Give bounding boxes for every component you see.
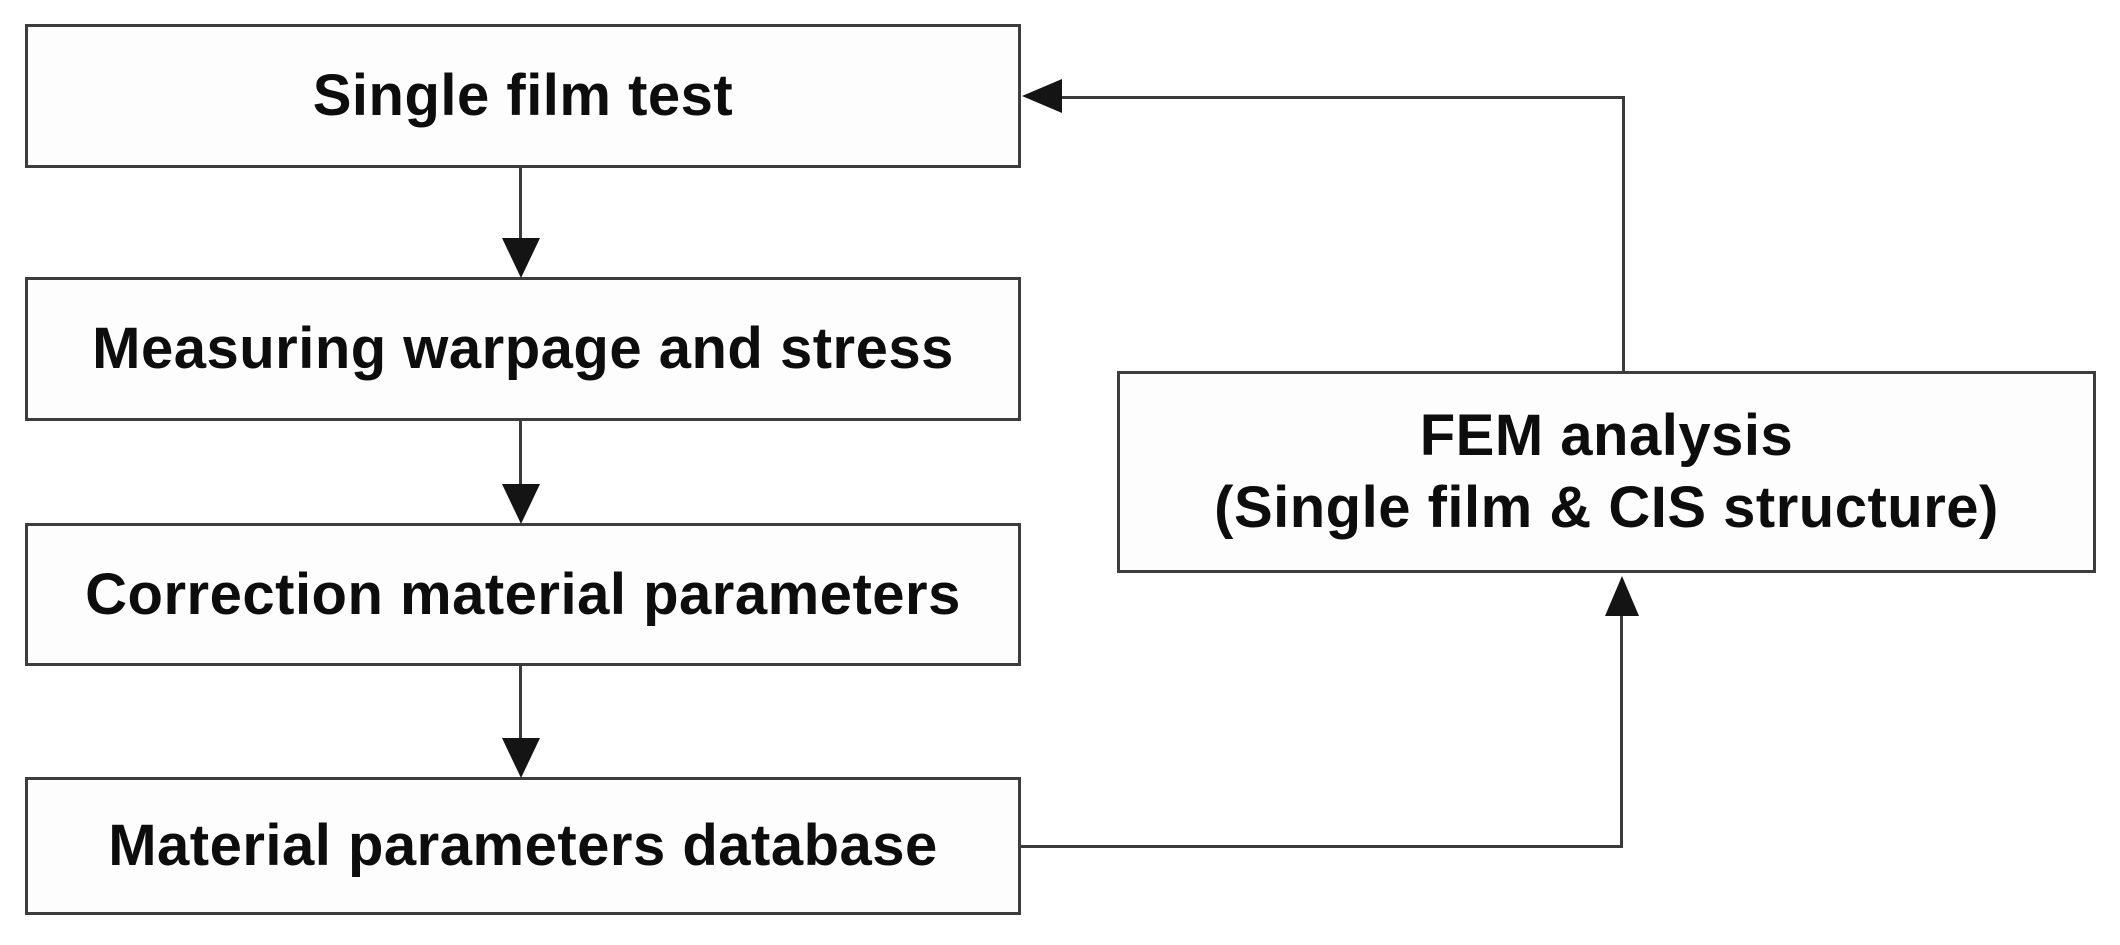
node-material-parameters-database-label: Material parameters database xyxy=(108,813,938,879)
edge-measuring-to-correction-line xyxy=(519,421,522,485)
edge-fem-to-single-vertical-line xyxy=(1622,96,1625,371)
arrow-down-icon xyxy=(502,738,540,778)
arrow-left-icon xyxy=(1022,79,1062,113)
node-fem-analysis-label-line1: FEM analysis xyxy=(1419,403,1794,469)
node-single-film-test-label: Single film test xyxy=(312,63,734,129)
edge-database-to-fem-vertical-line xyxy=(1620,614,1623,848)
node-fem-analysis: FEM analysis (Single film & CIS structur… xyxy=(1117,371,2096,573)
node-correction-material-parameters: Correction material parameters xyxy=(25,523,1021,666)
node-material-parameters-database: Material parameters database xyxy=(25,777,1021,915)
node-measuring-warpage-and-stress: Measuring warpage and stress xyxy=(25,277,1021,421)
edge-fem-to-single-horizontal-line xyxy=(1056,96,1625,99)
node-fem-analysis-label-line2: (Single film & CIS structure) xyxy=(1214,475,1999,540)
edge-database-to-fem-horizontal-line xyxy=(1021,845,1623,848)
arrow-down-icon xyxy=(502,238,540,278)
node-single-film-test: Single film test xyxy=(25,24,1021,168)
node-correction-material-parameters-label: Correction material parameters xyxy=(85,561,961,627)
arrow-up-icon xyxy=(1605,576,1639,616)
edge-correction-to-database-line xyxy=(519,666,522,738)
arrow-down-icon xyxy=(502,484,540,524)
node-measuring-warpage-and-stress-label: Measuring warpage and stress xyxy=(92,316,954,382)
edge-single-to-measuring-line xyxy=(519,168,522,240)
